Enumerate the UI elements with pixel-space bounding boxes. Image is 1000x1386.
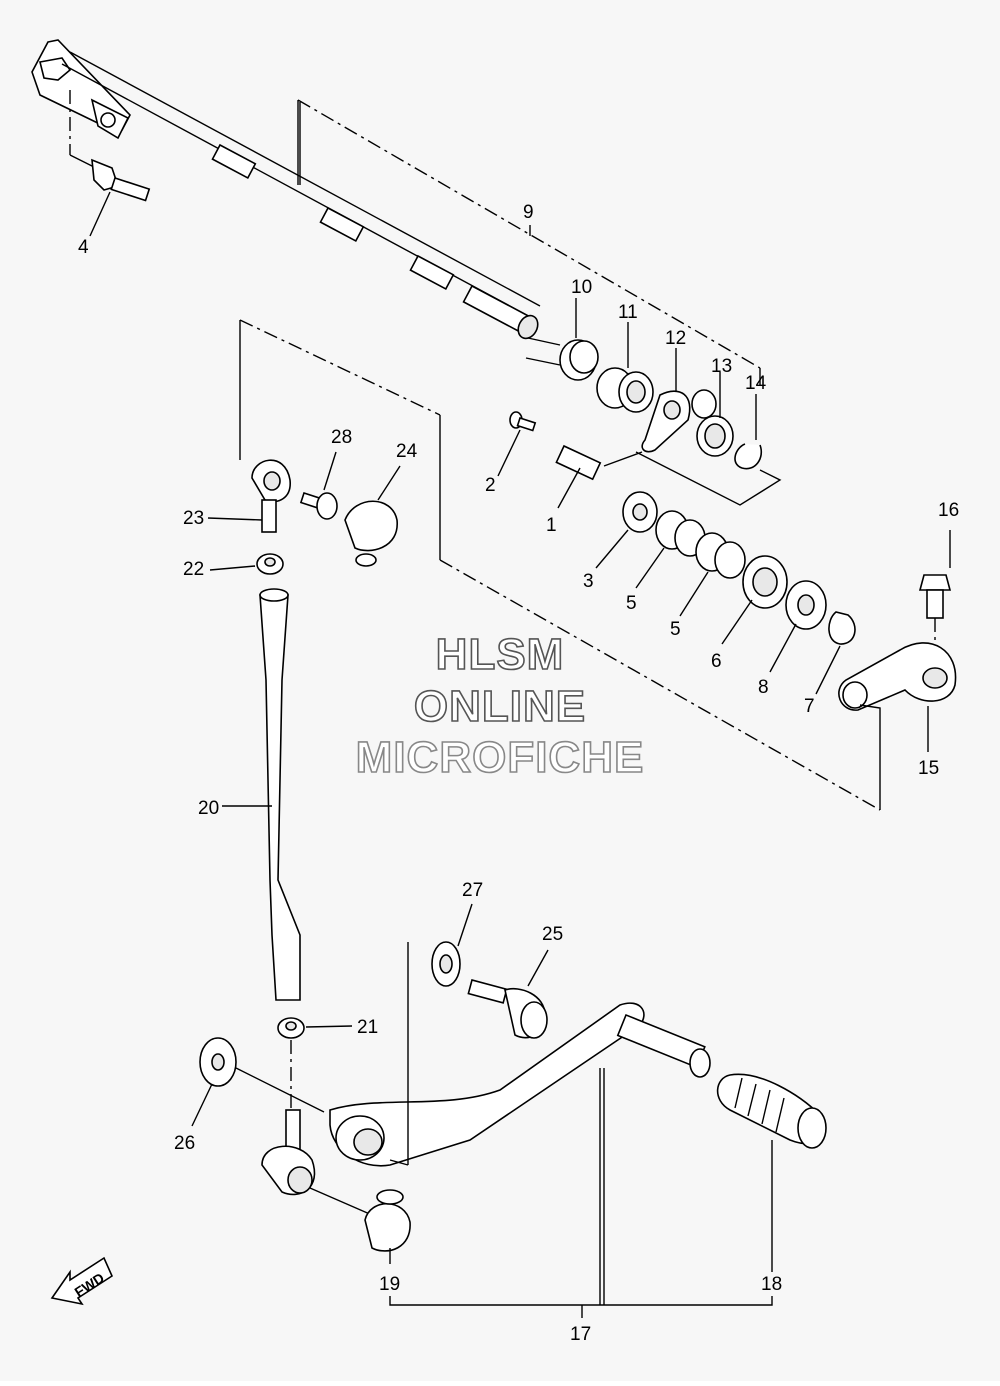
rod-end-23 bbox=[251, 459, 291, 533]
callout-20: 20 bbox=[198, 798, 219, 819]
callout-12: 12 bbox=[665, 328, 686, 349]
callout-21: 21 bbox=[357, 1017, 378, 1038]
watermark-line-2: ONLINE bbox=[413, 681, 587, 732]
callout-1: 1 bbox=[546, 515, 557, 536]
nut-21 bbox=[277, 1017, 305, 1110]
bolt-2 bbox=[509, 411, 537, 432]
callout-19: 19 bbox=[379, 1274, 400, 1295]
shift-rod-20 bbox=[259, 588, 301, 1001]
shift-shaft bbox=[31, 39, 541, 340]
callout-17: 17 bbox=[570, 1324, 591, 1345]
washer-26 bbox=[199, 1037, 237, 1087]
callout-11: 11 bbox=[618, 302, 638, 323]
plate-12 bbox=[641, 390, 691, 453]
spring-10 bbox=[525, 337, 599, 381]
washer-8 bbox=[785, 580, 827, 630]
callout-27: 27 bbox=[462, 880, 483, 901]
shift-arm-15 bbox=[838, 642, 957, 711]
callout-9: 9 bbox=[523, 202, 534, 223]
fwd-arrow-icon: FWD bbox=[50, 1256, 114, 1306]
washer-3 bbox=[622, 491, 658, 533]
cover-19 bbox=[364, 1189, 411, 1252]
bolt-4 bbox=[69, 90, 151, 202]
callout-25: 25 bbox=[542, 924, 563, 945]
nut-22 bbox=[256, 553, 284, 575]
callout-15: 15 bbox=[918, 758, 939, 779]
bolt-25 bbox=[467, 979, 548, 1039]
callout-10: 10 bbox=[571, 277, 592, 298]
callout-16: 16 bbox=[938, 500, 959, 521]
callout-28: 28 bbox=[331, 427, 352, 448]
bolt-28 bbox=[299, 491, 338, 520]
watermark-line-1: HLSM bbox=[435, 629, 565, 680]
callout-3: 3 bbox=[583, 571, 594, 592]
circlip-14 bbox=[734, 443, 762, 470]
callout-13: 13 bbox=[711, 356, 732, 377]
callout-14: 14 bbox=[745, 373, 767, 394]
callout-4: 4 bbox=[78, 237, 89, 258]
bolt-16 bbox=[918, 574, 952, 640]
callout-26: 26 bbox=[174, 1133, 195, 1154]
circlip-7 bbox=[828, 611, 856, 645]
callout-8: 8 bbox=[758, 677, 769, 698]
bushing-5b bbox=[695, 532, 746, 579]
callout-5a: 5 bbox=[626, 593, 637, 614]
callout-2: 2 bbox=[485, 475, 496, 496]
callout-18: 18 bbox=[761, 1274, 782, 1295]
callout-6: 6 bbox=[711, 651, 722, 672]
callout-5b: 5 bbox=[670, 619, 681, 640]
collar-13 bbox=[691, 389, 734, 457]
spring-1 bbox=[555, 444, 643, 481]
callout-7: 7 bbox=[804, 696, 815, 717]
callout-24: 24 bbox=[396, 441, 418, 462]
shift-pedal-17 bbox=[235, 1002, 711, 1216]
pedal-rubber-18 bbox=[716, 1073, 827, 1149]
collar-11 bbox=[596, 367, 654, 413]
oil-seal-6 bbox=[742, 555, 788, 609]
cover-24 bbox=[344, 500, 398, 567]
callout-22: 22 bbox=[183, 559, 204, 580]
washer-27 bbox=[431, 941, 461, 987]
callout-23: 23 bbox=[183, 508, 204, 529]
watermark-line-3: MICROFICHE bbox=[355, 732, 645, 783]
